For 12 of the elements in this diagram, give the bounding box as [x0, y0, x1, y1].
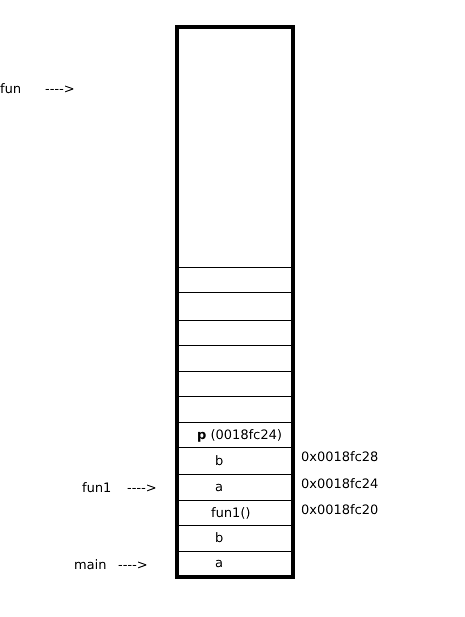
text-arrow: ----> — [45, 82, 75, 97]
frame-pointer-label: main — [74, 558, 106, 573]
address-label: 0x0018fc28 — [301, 450, 378, 465]
frame-pointer-label: fun — [0, 82, 22, 97]
address-label: 0x0018fc24 — [301, 477, 378, 492]
stack-cell: p (0018fc24) — [179, 422, 291, 447]
frame-pointer-label: fun1 — [82, 481, 112, 496]
address-label: 0x0018fc20 — [301, 503, 378, 518]
stack-cell: a — [179, 551, 291, 575]
stack-cell: b — [179, 525, 291, 551]
text-arrow: ----> — [127, 481, 157, 496]
text-arrow: ----> — [118, 558, 148, 573]
